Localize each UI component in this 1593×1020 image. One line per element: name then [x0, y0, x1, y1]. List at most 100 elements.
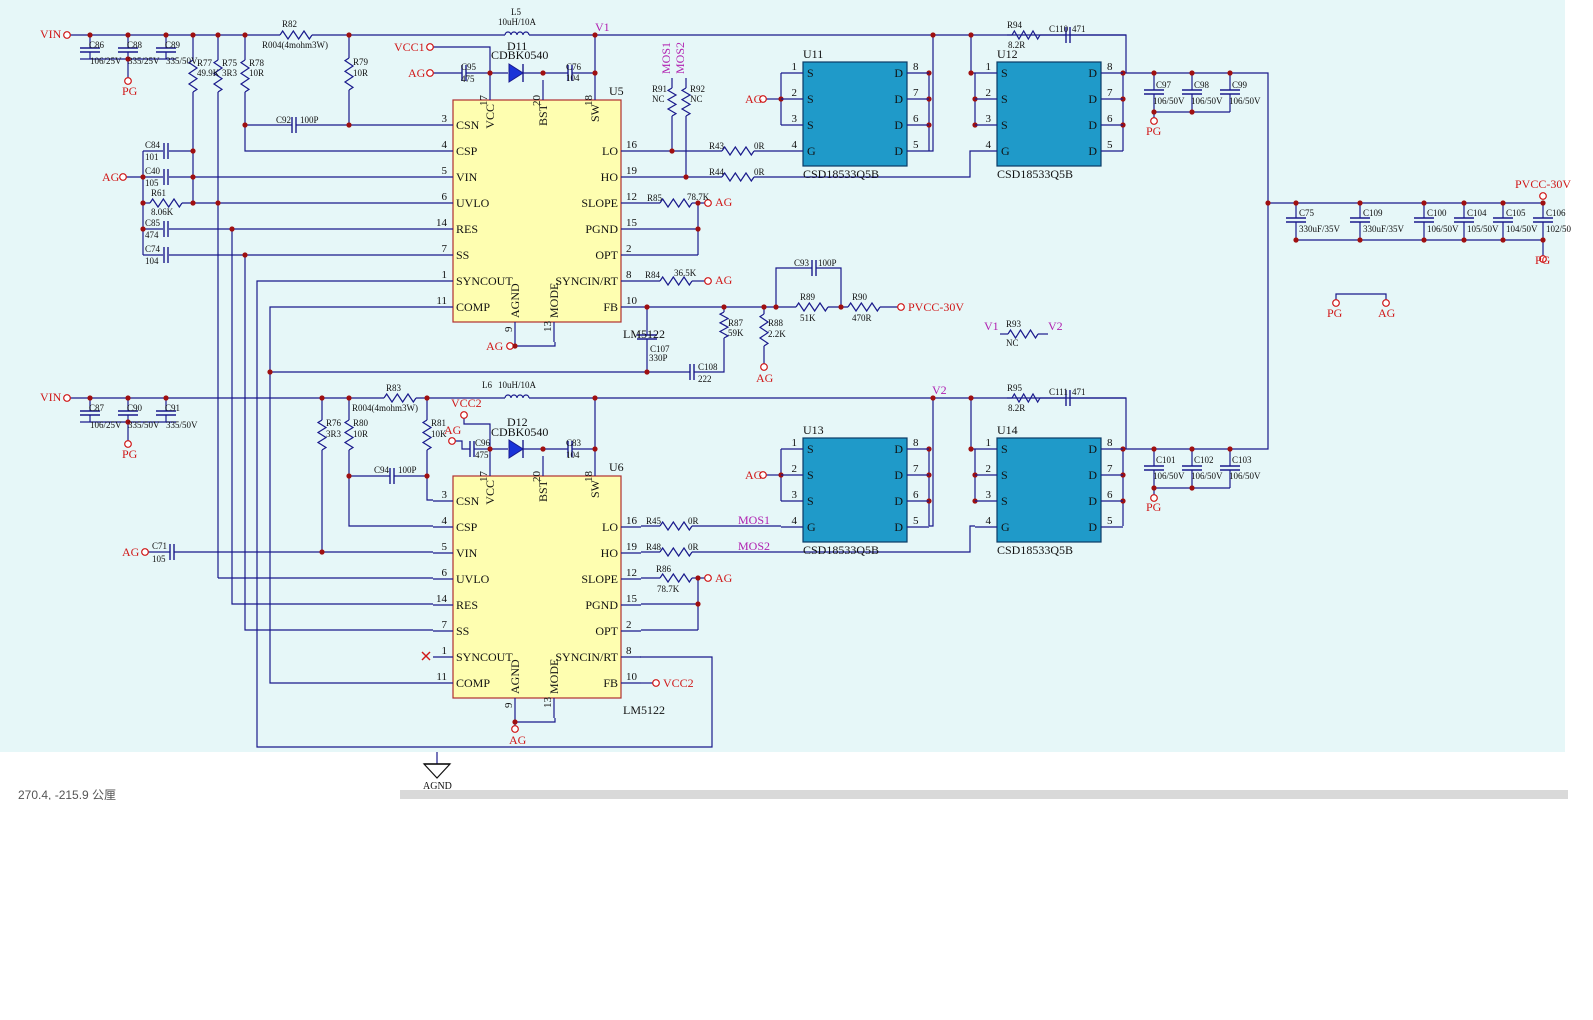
c98-ref: C98 — [1194, 80, 1210, 90]
u6-pin-num: 11 — [436, 671, 447, 683]
u13-pin-num: 6 — [913, 489, 919, 501]
u5-pin-num: 2 — [626, 243, 632, 255]
c83-val: 104 — [566, 450, 580, 460]
u14-pin-name: S — [1001, 442, 1008, 456]
r81-ref: R81 — [431, 418, 446, 428]
u6-pin-name: FB — [603, 676, 618, 690]
c89-val: 335/50V — [166, 56, 198, 66]
u6-pin-name: CSN — [456, 494, 480, 508]
r87-resistor — [718, 311, 730, 339]
r48-val: 0R — [688, 542, 699, 552]
c89-ref: C89 — [165, 40, 181, 50]
c75-ref: C75 — [1299, 208, 1315, 218]
junction-dot — [1151, 109, 1157, 115]
u6-pin-num: 4 — [442, 515, 448, 527]
junction-dot — [512, 343, 518, 349]
u14-pin-name: G — [1001, 520, 1010, 534]
junction-dot — [87, 32, 93, 38]
u6-pin-num: 19 — [626, 541, 638, 553]
u6-pin-num: 3 — [442, 489, 448, 501]
mos2-label-top: MOS2 — [673, 42, 687, 74]
r79-ref: R79 — [353, 57, 369, 67]
junction-dot — [487, 446, 493, 452]
wire — [970, 398, 975, 450]
c105-val: 104/50V — [1506, 224, 1538, 234]
junction-dot — [125, 395, 131, 401]
u5-pin-name: VIN — [456, 170, 478, 184]
r43-val: 0R — [754, 141, 765, 151]
r89-ref: R89 — [800, 292, 816, 302]
c99-ref: C99 — [1232, 80, 1248, 90]
wire — [348, 90, 433, 126]
u6-pin-name: SYNCIN/RT — [555, 650, 618, 664]
wire — [433, 46, 491, 80]
u11-pin-num: 4 — [792, 139, 798, 151]
u6-pin-name: SLOPE — [581, 572, 618, 586]
r95-resistor — [1011, 392, 1041, 404]
r85-resistor — [659, 197, 693, 209]
u13-pin-name: S — [807, 442, 814, 456]
u6-pin-num: 6 — [442, 567, 448, 579]
c74-val: 104 — [145, 256, 159, 266]
u6-pin-num: 1 — [442, 645, 448, 657]
junction-dot — [163, 32, 169, 38]
pg-label-4: PG — [122, 447, 138, 461]
u13-pin-name: G — [807, 520, 816, 534]
pg-port-tie — [1332, 299, 1340, 307]
c94-val: 100P — [398, 465, 417, 475]
r86-resistor — [659, 572, 693, 584]
u6-pin-num: 8 — [626, 645, 632, 657]
r92-val: NC — [690, 94, 703, 104]
d11-diode — [508, 63, 524, 83]
ag-label-u6: AG — [509, 733, 527, 747]
u5-body — [452, 99, 622, 323]
vcc1-label: VCC1 — [394, 40, 425, 54]
junction-dot — [346, 395, 352, 401]
u5-pin-name: SYNCIN/RT — [555, 274, 618, 288]
junction-dot — [1189, 109, 1195, 115]
status-tab-strip[interactable] — [400, 790, 1568, 799]
u12-pin-name: S — [1001, 66, 1008, 80]
u6-pin-name: CSP — [456, 520, 478, 534]
u5-pin-name: CSP — [456, 144, 478, 158]
u6-pin-name: COMP — [456, 676, 490, 690]
ag-label-c96: AG — [444, 423, 462, 437]
u12-pin-num: 4 — [986, 139, 992, 151]
u5-pin-num: 18 — [583, 95, 595, 107]
ag-port-u5 — [506, 342, 514, 350]
r84-val: 36.5K — [674, 268, 697, 278]
pvcc-port-fb — [897, 303, 905, 311]
junction-dot — [540, 446, 546, 452]
u13-pin-num: 3 — [792, 489, 798, 501]
vcc2-port-fb — [652, 679, 660, 687]
pg-port-5 — [1150, 494, 1158, 502]
u14-pin-num: 6 — [1107, 489, 1113, 501]
u6-pin-name: RES — [456, 598, 478, 612]
u5-part: LM5122 — [623, 327, 665, 341]
junction-dot — [968, 446, 974, 452]
junction-dot — [592, 70, 598, 76]
r88-val: 2.2K — [768, 329, 786, 339]
junction-dot — [125, 56, 131, 62]
u5-pin-name: COMP — [456, 300, 490, 314]
u11-ref: U11 — [803, 47, 823, 61]
c86-val: 106/25V — [90, 56, 122, 66]
wire — [816, 267, 842, 307]
r90-resistor — [847, 301, 881, 313]
u6-pin-num: 14 — [436, 593, 448, 605]
u14-pin-num: 2 — [986, 463, 992, 475]
u13-pin-name: D — [894, 468, 903, 482]
u6-ref: U6 — [609, 460, 624, 474]
c103-val: 106/50V — [1229, 471, 1261, 481]
wire — [970, 35, 975, 74]
u6-part: LM5122 — [623, 703, 665, 717]
u13-part: CSD18533Q5B — [803, 543, 879, 557]
r94-resistor — [1011, 29, 1041, 41]
junction-dot — [1461, 200, 1467, 206]
u11-pin-name: D — [894, 92, 903, 106]
r43-ref: R43 — [709, 141, 725, 151]
r79-val: 10R — [353, 68, 368, 78]
d12-part: CDBK0540 — [491, 425, 548, 439]
c76-ref: C76 — [566, 62, 582, 72]
